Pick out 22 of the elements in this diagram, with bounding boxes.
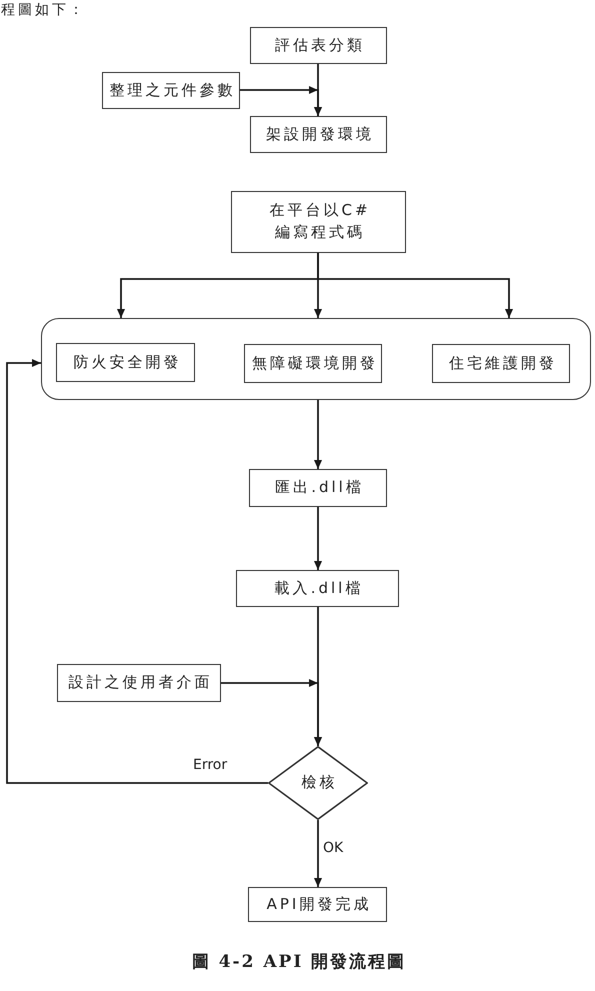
process-box: 在平台以C#編寫程式碼	[231, 191, 406, 253]
process-box: API開發完成	[248, 887, 387, 922]
arrow	[314, 400, 322, 469]
arrow	[314, 507, 322, 570]
body-text: 程圖如下：	[1, 2, 86, 19]
process-box: 設計之使用者介面	[57, 664, 221, 702]
arrow	[6, 358, 268, 784]
arrow	[317, 253, 514, 318]
arrow	[240, 86, 322, 116]
figure-caption: 圖 4-2 API 開發流程圖	[192, 952, 406, 972]
process-box: 架設開發環境	[250, 116, 387, 153]
process-box: 整理之元件參數	[102, 72, 240, 109]
process-box: 載入.dll檔	[236, 570, 399, 607]
arrow	[314, 820, 322, 887]
process-box: 住宅維護開發	[432, 344, 570, 384]
group-box	[41, 318, 591, 400]
process-box: 評估表分類	[250, 27, 387, 64]
decision-diamond: 檢核	[268, 746, 368, 820]
process-box: 匯出.dll檔	[249, 469, 387, 507]
arrow	[221, 679, 322, 746]
process-box: 防火安全開發	[56, 343, 196, 382]
process-box: 無障礙環境開發	[244, 344, 382, 384]
